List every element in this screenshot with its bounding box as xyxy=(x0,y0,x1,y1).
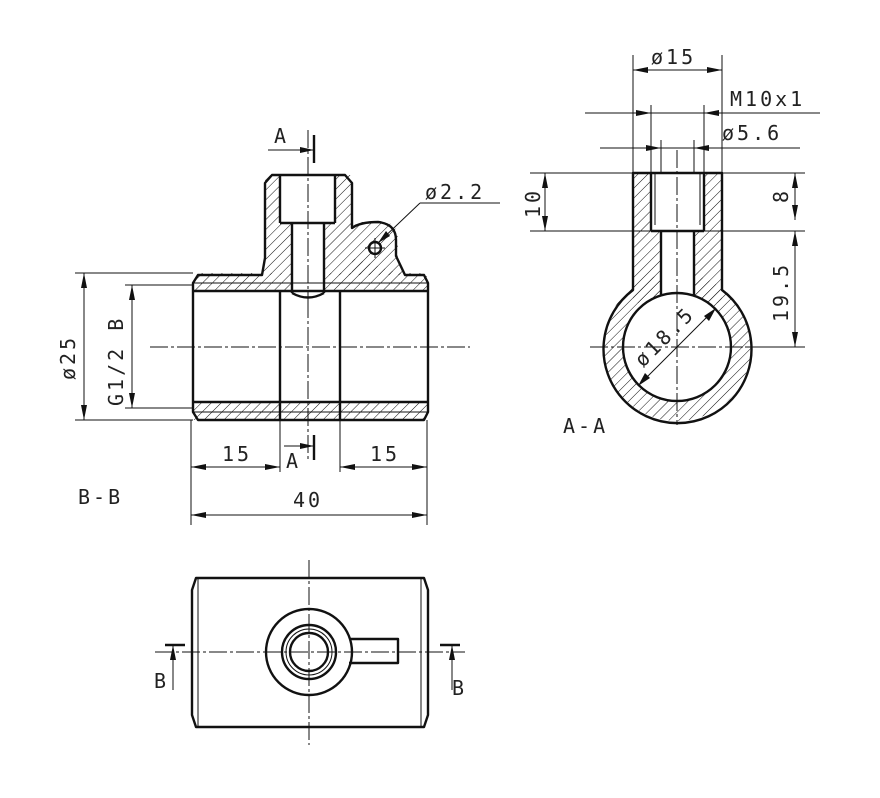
cut-label-a-top: A xyxy=(274,124,289,148)
dim-left-length: 15 xyxy=(222,442,252,466)
section-title-b-b: B-B xyxy=(78,485,123,509)
dim-boss-height: 10 xyxy=(521,188,545,218)
cut-label-b-right: B xyxy=(452,676,467,700)
section-view-b-b: ø25 G1/2 B 15 15 40 ø2.2 A A xyxy=(56,124,500,525)
dim-thread-m10x1: M10x1 xyxy=(730,87,805,111)
body-outline xyxy=(191,173,430,422)
dim-outer-diameter: ø25 xyxy=(56,335,80,380)
cut-label-b-left: B xyxy=(154,669,169,693)
dim-right-length: 15 xyxy=(370,442,400,466)
cut-label-a-bottom: A xyxy=(286,449,301,473)
dim-thread-depth: 8 xyxy=(769,188,793,203)
dim-hole-diameter: ø2.2 xyxy=(425,180,485,204)
dim-boss-diameter: ø15 xyxy=(651,45,696,69)
top-view: B B xyxy=(154,560,467,745)
section-view-a-a: ø15 M10x1 ø5.6 10 8 19.5 ø18.5 A-A xyxy=(521,45,820,438)
dim-center-height: 19.5 xyxy=(769,262,793,322)
dim-total-length: 40 xyxy=(293,488,323,512)
dim-bore-diameter: ø5.6 xyxy=(722,121,782,145)
dim-thread-g12b: G1/2 B xyxy=(104,316,128,406)
section-title-a-a: A-A xyxy=(563,414,608,438)
